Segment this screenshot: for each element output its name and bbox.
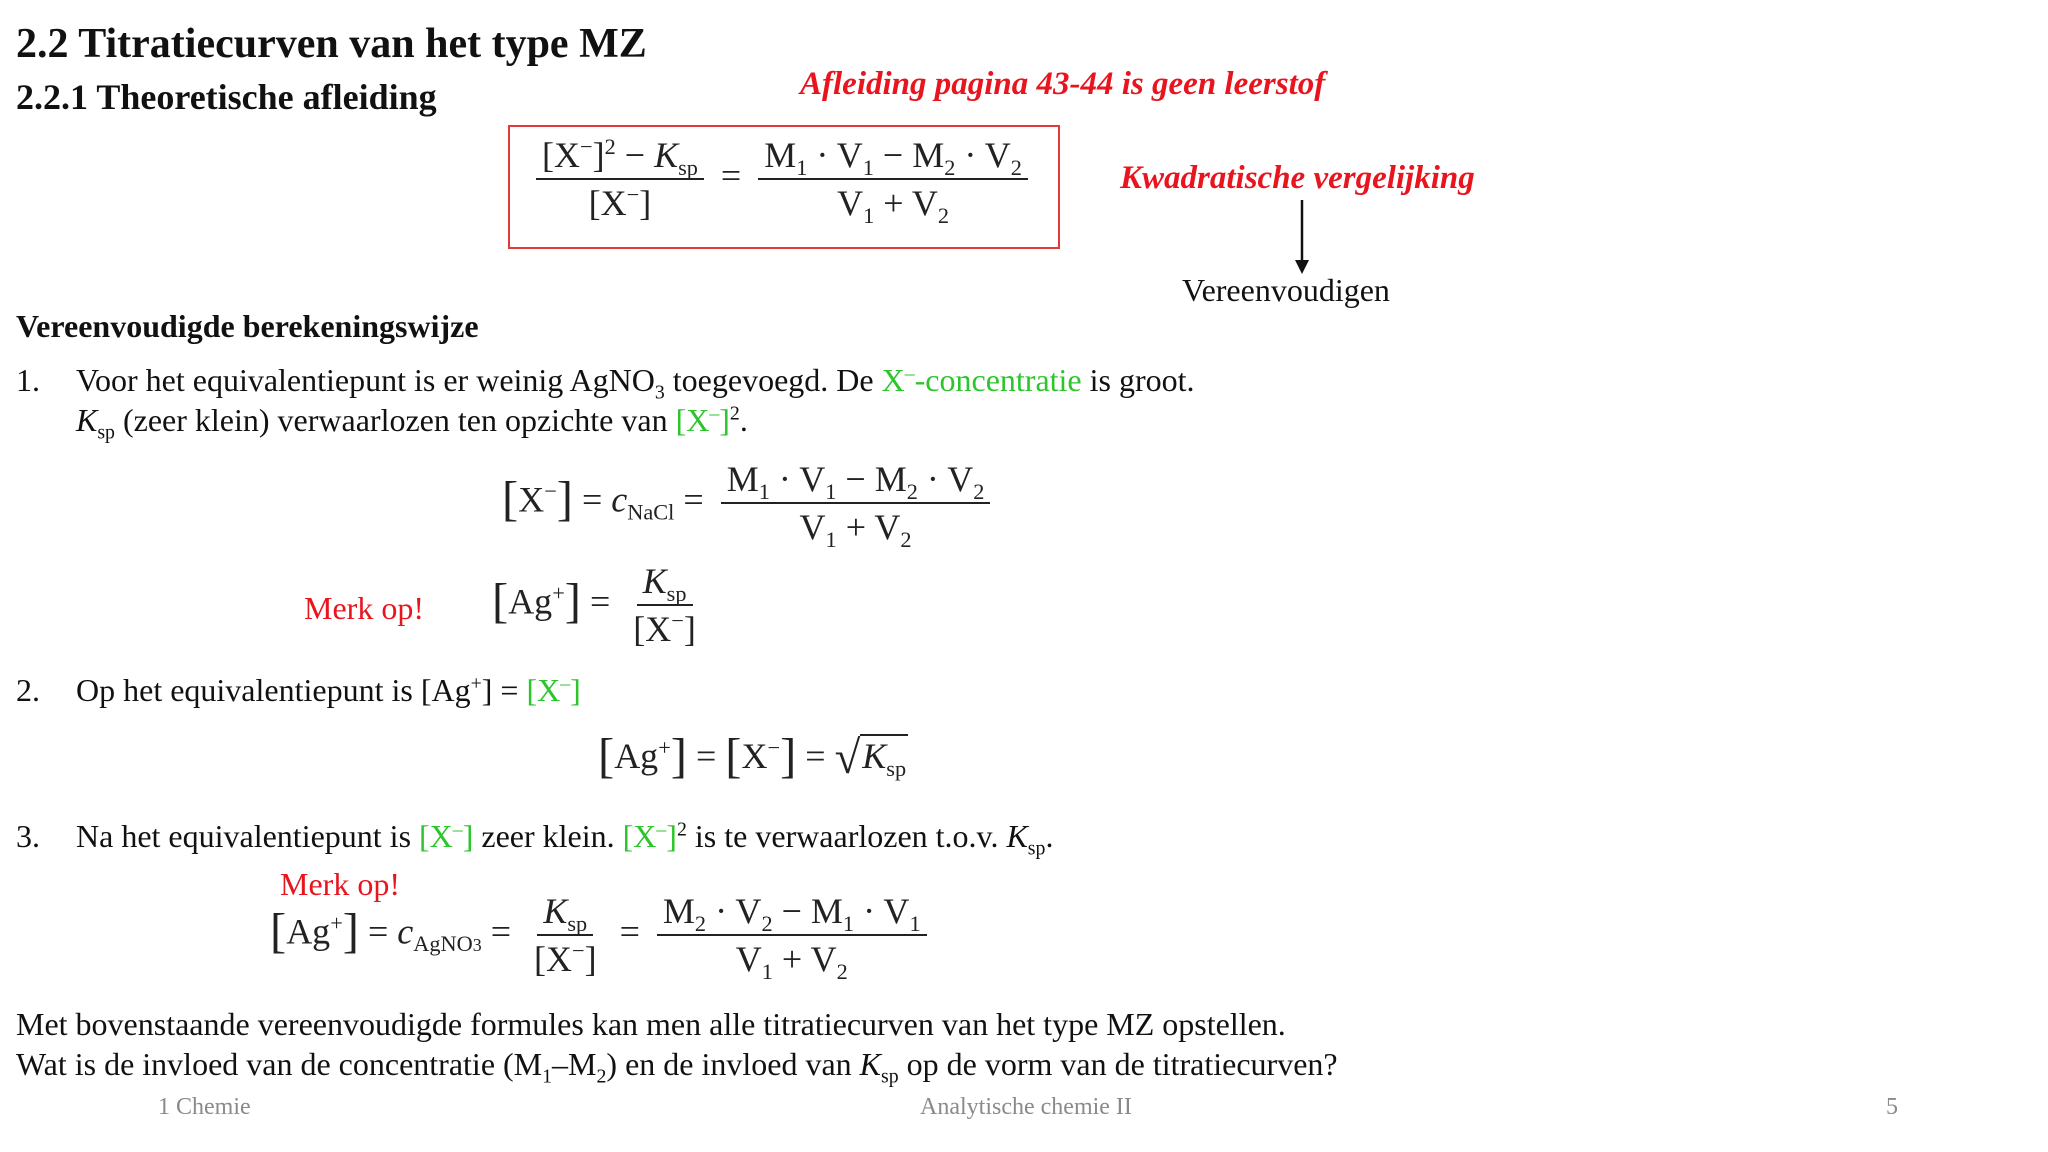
agno3-equation: [Ag+] = cAgNO3 = Ksp [X−] = M2 · V2 − M1…	[270, 890, 935, 983]
page-title: 2.2 Titratiecurven van het type MZ	[16, 21, 647, 67]
conclusion-line-1: Met bovenstaande vereenvoudigde formules…	[16, 1006, 1286, 1042]
main-equation-box	[508, 125, 1060, 249]
conclusion-line-2: Wat is de invloed van de concentratie (M…	[16, 1046, 1338, 1088]
main-equation: [X−]2 − Ksp [X−] = M1 · V1 − M2 · V2 V1 …	[528, 134, 1036, 227]
item-1-number: 1.	[16, 362, 40, 398]
section-subtitle: 2.2.1 Theoretische afleiding	[16, 77, 437, 117]
footer-center: Analytische chemie II	[920, 1094, 1132, 1120]
merk-op-note-2: Merk op!	[280, 866, 400, 902]
page-number: 5	[1886, 1094, 1898, 1120]
footer-left: 1 Chemie	[158, 1094, 251, 1120]
item-1-line-2: Ksp (zeer klein) verwaarlozen ten opzich…	[76, 402, 748, 444]
quadratic-note: Kwadratische vergelijking	[1120, 160, 1475, 196]
down-arrow-icon	[1295, 200, 1309, 274]
merk-op-note: Merk op!	[304, 590, 424, 626]
item-2-line: Op het equivalentiepunt is [Ag+] = [X–]	[76, 672, 581, 708]
item-3-number: 3.	[16, 818, 40, 854]
item-3-line: Na het equivalentiepunt is [X–] zeer kle…	[76, 818, 1054, 860]
method-heading: Vereenvoudigde berekeningswijze	[16, 308, 479, 344]
equivalence-equation: [Ag+] = [X−] = √Ksp	[598, 729, 909, 784]
item-2-number: 2.	[16, 672, 40, 708]
ag-ksp-equation: [Ag+] = Ksp [X−]	[492, 561, 696, 649]
nacl-equation: [X−] = cNaCl = M1 · V1 − M2 · V2 V1 + V2	[502, 458, 998, 551]
derivation-note: Afleiding pagina 43-44 is geen leerstof	[800, 66, 1326, 102]
item-1-line-1: Voor het equivalentiepunt is er weinig A…	[76, 362, 1195, 404]
simplify-label: Vereenvoudigen	[1182, 272, 1390, 308]
